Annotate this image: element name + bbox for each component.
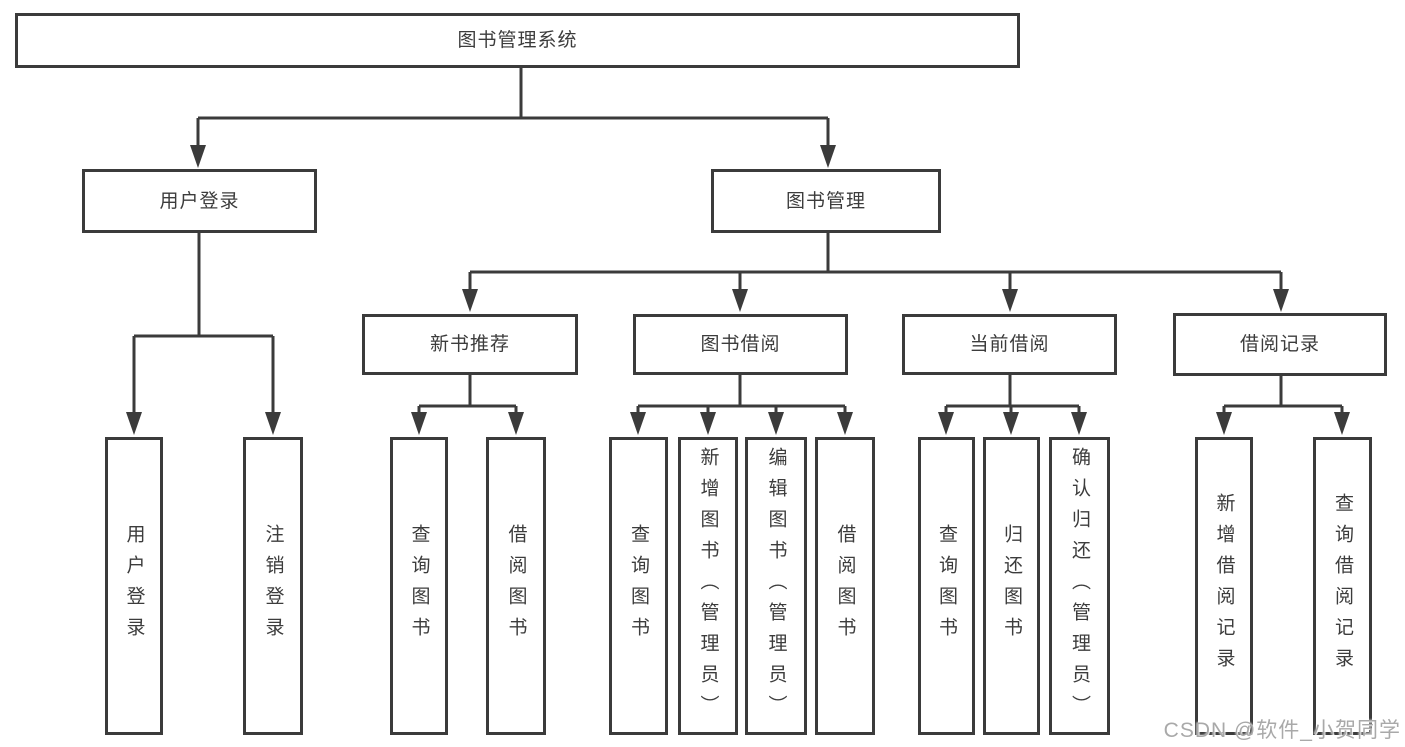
node-book-borrow: 图书借阅 (633, 314, 848, 375)
leaf-borrow-books-recommend: 借阅图书 (486, 437, 546, 735)
csdn-watermark: CSDN @软件_小贺同学 (1163, 719, 1401, 742)
leaf-add-books-admin: 新增图书（管理员） (678, 437, 738, 735)
leaf-borrow-books: 借阅图书 (815, 437, 875, 735)
leaf-add-borrow-record: 新增借阅记录 (1195, 437, 1253, 735)
leaf-query-borrow-record: 查询借阅记录 (1313, 437, 1372, 735)
node-library-management-system: 图书管理系统 (15, 13, 1020, 68)
leaf-edit-books-admin: 编辑图书（管理员） (745, 437, 807, 735)
node-user-login: 用户登录 (82, 169, 317, 233)
node-current-borrow: 当前借阅 (902, 314, 1117, 375)
leaf-query-books-current: 查询图书 (918, 437, 975, 735)
leaf-logout: 注销登录 (243, 437, 303, 735)
node-borrow-records: 借阅记录 (1173, 313, 1387, 376)
leaf-return-books: 归还图书 (983, 437, 1040, 735)
leaf-user-login: 用户登录 (105, 437, 163, 735)
leaf-query-books-recommend: 查询图书 (390, 437, 448, 735)
node-new-book-recommend: 新书推荐 (362, 314, 578, 375)
node-book-management: 图书管理 (711, 169, 941, 233)
leaf-query-books-borrow: 查询图书 (609, 437, 668, 735)
leaf-confirm-return-admin: 确认归还（管理员） (1049, 437, 1110, 735)
